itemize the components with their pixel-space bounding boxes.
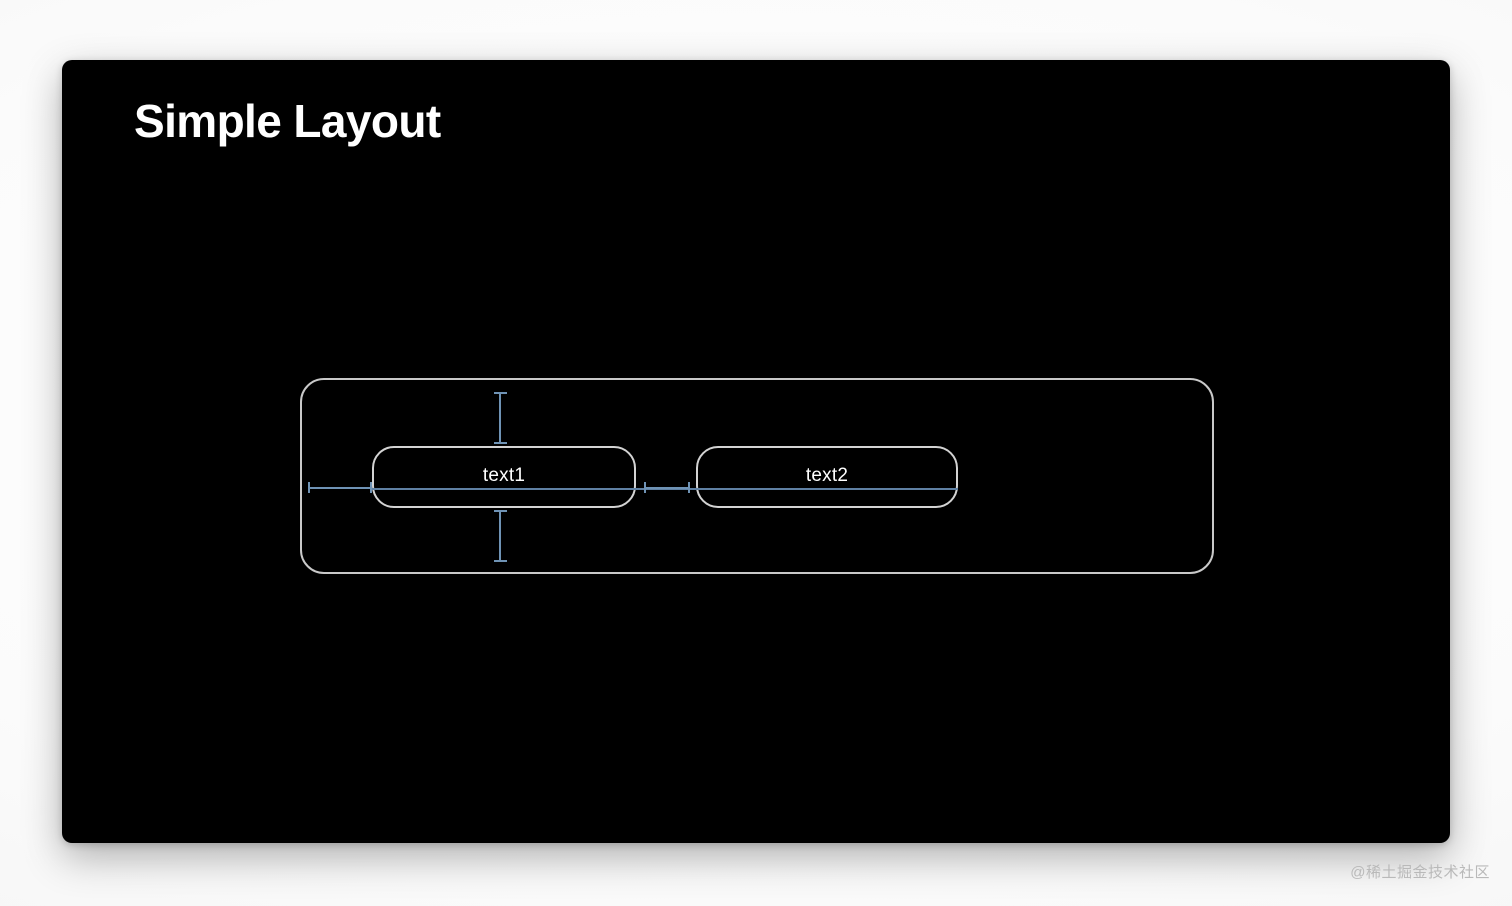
ibeam-shaft-icon bbox=[499, 512, 501, 560]
page-title: Simple Layout bbox=[134, 95, 441, 147]
ibeam-shaft-icon bbox=[310, 487, 370, 489]
constraint-marker-horizontal-gap bbox=[644, 482, 690, 493]
ibeam-cap-start-icon bbox=[308, 482, 310, 493]
text-box-text2-label: text2 bbox=[805, 465, 849, 486]
ibeam-cap-start-icon bbox=[644, 482, 646, 493]
constraint-marker-leading bbox=[308, 482, 372, 493]
watermark: @稀土掘金技术社区 bbox=[1350, 864, 1490, 881]
ibeam-shaft-icon bbox=[646, 487, 688, 489]
ibeam-cap-end-icon bbox=[688, 482, 690, 493]
ibeam-cap-start-icon bbox=[494, 392, 507, 394]
constraint-marker-bottom bbox=[494, 510, 507, 562]
ibeam-shaft-icon bbox=[499, 394, 501, 442]
ibeam-cap-end-icon bbox=[370, 482, 372, 493]
ibeam-cap-end-icon bbox=[494, 560, 507, 562]
constraint-diagram: text1 text2 bbox=[300, 378, 1214, 574]
ibeam-cap-start-icon bbox=[494, 510, 507, 512]
slide-panel: Simple Layout text1 text2 bbox=[62, 60, 1450, 843]
text-box-text1[interactable]: text1 bbox=[372, 446, 636, 508]
baseline-constraint-line bbox=[372, 488, 958, 490]
text-box-text2[interactable]: text2 bbox=[696, 446, 958, 508]
container-view-box bbox=[300, 378, 1214, 574]
ibeam-cap-end-icon bbox=[494, 442, 507, 444]
constraint-marker-top bbox=[494, 392, 507, 444]
text-box-text1-label: text1 bbox=[482, 465, 526, 486]
